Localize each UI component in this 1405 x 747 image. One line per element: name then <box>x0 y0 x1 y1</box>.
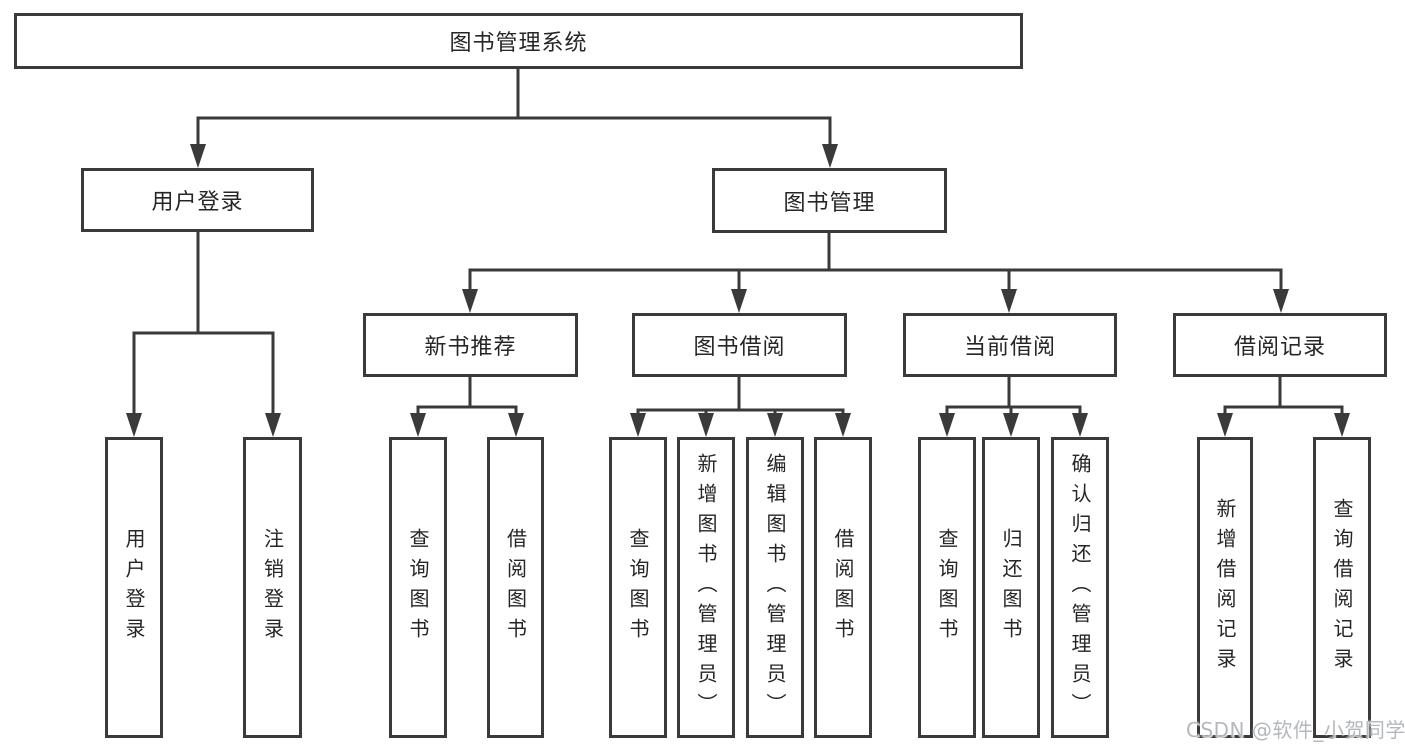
node-borrowing-records: 借阅记录 <box>1173 313 1387 377</box>
leaf-query-borrow-record: 查询借阅记录 <box>1313 437 1371 738</box>
leaf-edit-book-admin: 编辑图书（管理员） <box>746 437 804 738</box>
leaf-query-books-recommendation: 查询图书 <box>389 437 447 738</box>
leaf-query-books-borrowing: 查询图书 <box>609 437 667 738</box>
node-book-borrowing: 图书借阅 <box>632 313 847 377</box>
leaf-add-borrow-record: 新增借阅记录 <box>1197 437 1253 738</box>
node-book-management: 图书管理 <box>712 168 947 233</box>
leaf-add-book-admin: 新增图书（管理员） <box>677 437 735 738</box>
leaf-user-login: 用户登录 <box>105 437 163 738</box>
leaf-borrow-books-recommendation: 借阅图书 <box>487 437 544 738</box>
leaf-return-books: 归还图书 <box>982 437 1040 738</box>
node-current-borrowing: 当前借阅 <box>903 313 1117 377</box>
leaf-confirm-return-admin: 确认归还（管理员） <box>1051 437 1109 738</box>
leaf-query-books-current: 查询图书 <box>918 437 976 738</box>
leaf-logout: 注销登录 <box>243 437 302 738</box>
node-library-management-system: 图书管理系统 <box>14 13 1023 69</box>
node-new-book-recommendation: 新书推荐 <box>363 313 578 377</box>
node-user-login: 用户登录 <box>81 168 314 232</box>
leaf-borrow-books-borrowing: 借阅图书 <box>814 437 872 738</box>
watermark-text: CSDN @软件_小贺同学 <box>1186 718 1405 742</box>
